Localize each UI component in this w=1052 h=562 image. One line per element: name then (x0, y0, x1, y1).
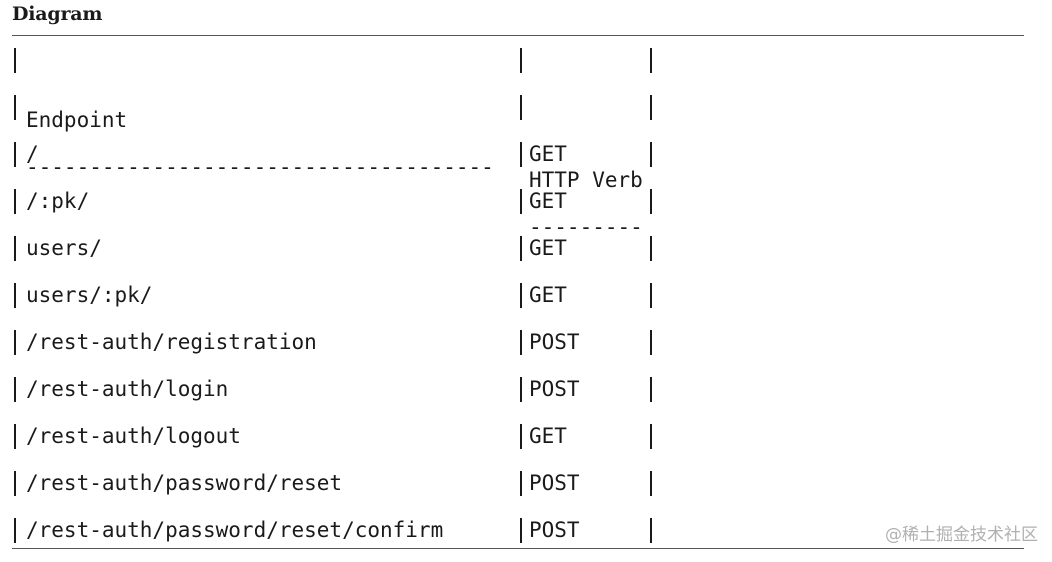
endpoint-cell: users/:pk/ (26, 283, 153, 307)
pipe-separator (650, 377, 652, 402)
table-header-row: Endpoint HTTP Verb (12, 45, 652, 192)
pipe-separator (650, 424, 652, 449)
pipe-separator (520, 48, 522, 73)
pipe-separator (650, 48, 652, 73)
table-separator-row: ------------------------------------- --… (12, 92, 652, 239)
pipe-separator (520, 283, 522, 308)
http-verb-cell: GET (529, 236, 567, 260)
pipe-separator (520, 95, 522, 120)
pipe-separator (650, 95, 652, 120)
endpoint-cell: /rest-auth/registration (26, 330, 317, 354)
endpoint-cell: /rest-auth/password/reset (26, 471, 343, 495)
pipe-separator (650, 330, 652, 355)
pipe-separator (14, 377, 16, 402)
pipe-separator (650, 518, 652, 543)
pipe-separator (14, 48, 16, 73)
verb-separator: --------- (529, 215, 643, 239)
pipe-separator (650, 471, 652, 496)
http-verb-header: HTTP Verb (529, 168, 643, 192)
pipe-separator (14, 330, 16, 355)
endpoint-cell: / (26, 142, 39, 166)
endpoint-header: Endpoint (26, 108, 128, 132)
http-verb-cell: POST (529, 330, 580, 354)
pipe-separator (650, 142, 652, 167)
pipe-separator (14, 424, 16, 449)
http-verb-cell: GET (529, 424, 567, 448)
http-verb-cell: GET (529, 142, 567, 166)
pipe-separator (520, 189, 522, 214)
pipe-separator (14, 471, 16, 496)
pipe-separator (14, 518, 16, 543)
pipe-separator (14, 283, 16, 308)
pipe-separator (14, 189, 16, 214)
endpoint-cell: /rest-auth/password/reset/confirm (26, 518, 444, 542)
http-verb-cell: POST (529, 471, 580, 495)
pipe-separator (520, 142, 522, 167)
http-verb-cell: GET (529, 189, 567, 213)
endpoint-cell: /:pk/ (26, 189, 90, 213)
pipe-separator (520, 330, 522, 355)
top-rule (12, 35, 1024, 36)
endpoint-separator: ------------------------------------- (26, 155, 494, 179)
pipe-separator (650, 283, 652, 308)
pipe-separator (520, 377, 522, 402)
pipe-separator (14, 142, 16, 167)
http-verb-cell: POST (529, 518, 580, 542)
pipe-separator (650, 236, 652, 261)
pipe-separator (14, 95, 16, 120)
http-verb-cell: GET (529, 283, 567, 307)
pipe-separator (520, 518, 522, 543)
diagram-title: Diagram (12, 3, 103, 25)
pipe-separator (520, 471, 522, 496)
pipe-separator (650, 189, 652, 214)
pipe-separator (520, 424, 522, 449)
http-verb-cell: POST (529, 377, 580, 401)
endpoint-cell: /rest-auth/logout (26, 424, 241, 448)
endpoint-cell: users/ (26, 236, 102, 260)
watermark: @稀土掘金技术社区 (885, 525, 1038, 545)
bottom-rule (12, 548, 1024, 549)
endpoint-cell: /rest-auth/login (26, 377, 229, 401)
pipe-separator (520, 236, 522, 261)
pipe-separator (14, 236, 16, 261)
